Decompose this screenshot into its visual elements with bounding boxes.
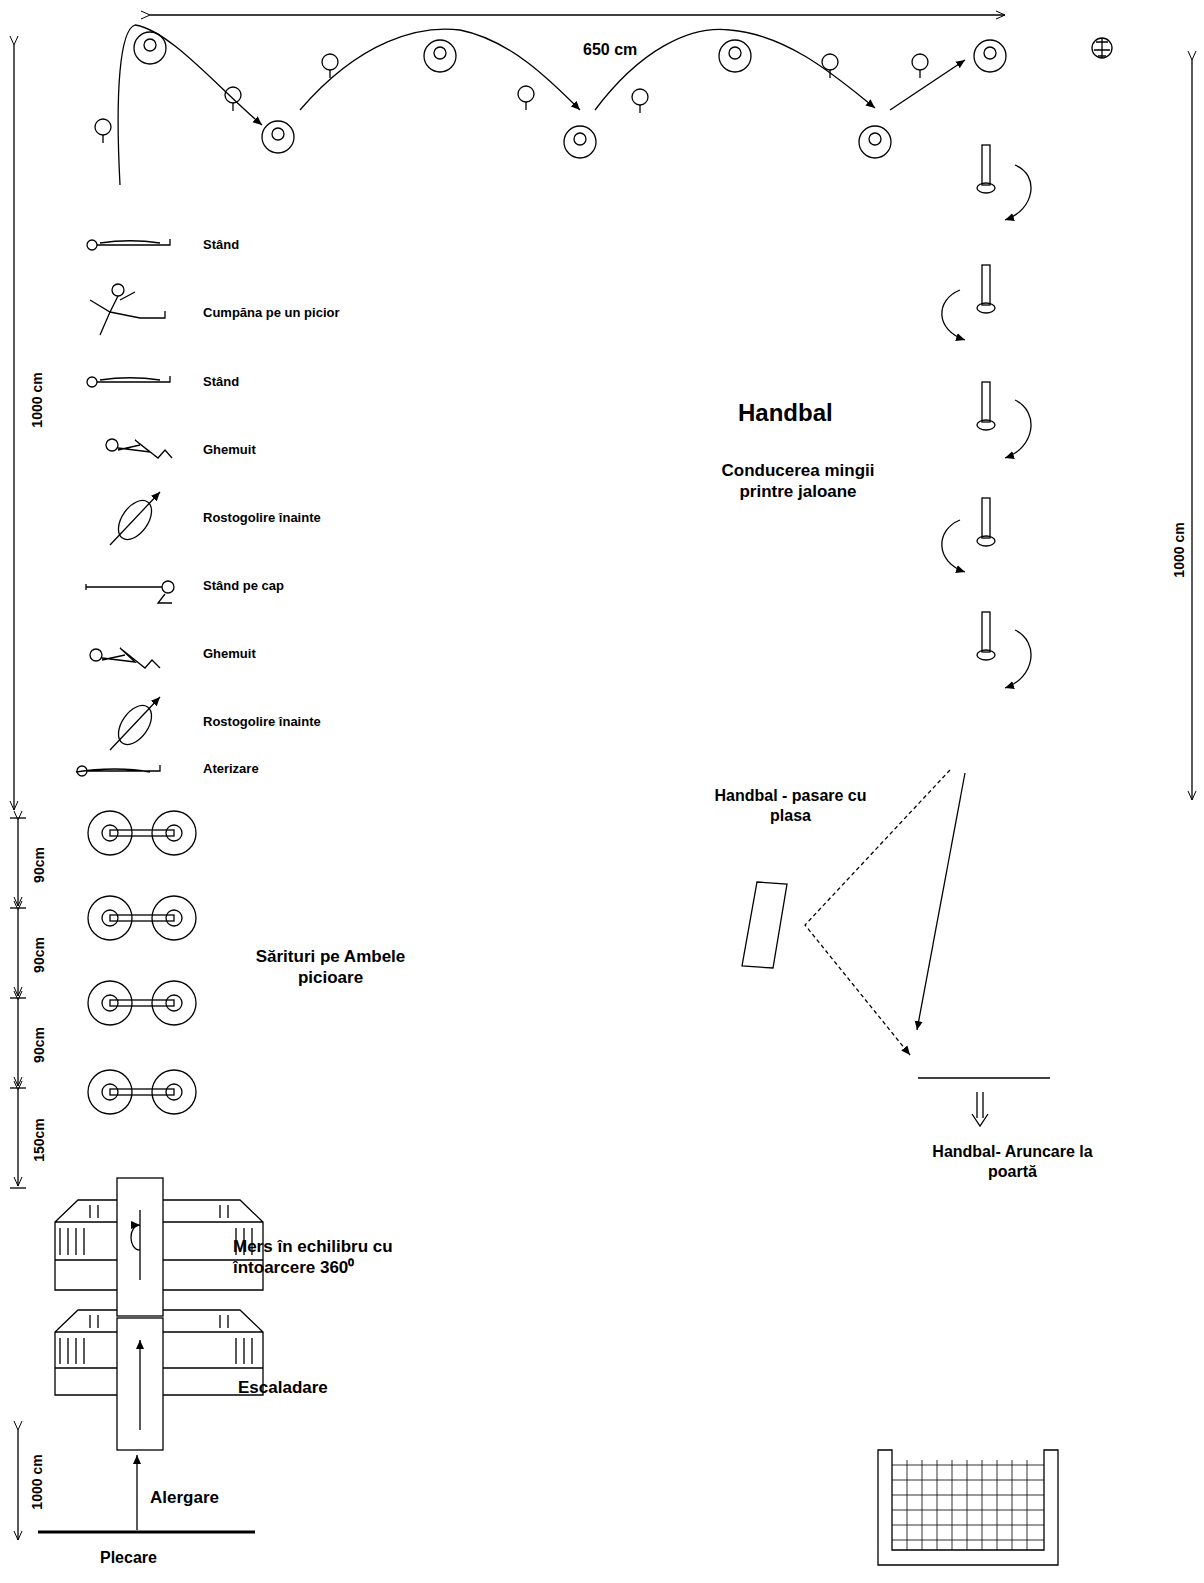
course-label: Mers în echilibru cu întoarcere 360⁰ bbox=[233, 1236, 443, 1279]
dimension-label: 1000 cm bbox=[1171, 522, 1189, 577]
course-label: Plecare bbox=[100, 1548, 157, 1568]
course-label: Handbal bbox=[738, 398, 833, 428]
course-label: Aterizare bbox=[203, 761, 259, 777]
course-label: Handbal - pasare cu plasa bbox=[703, 786, 878, 826]
course-label: Stând bbox=[203, 237, 239, 253]
course-label: Stând bbox=[203, 374, 239, 390]
course-label: Conducerea mingii printre jaloane bbox=[718, 460, 878, 503]
course-label: Rostogolire înainte bbox=[203, 714, 321, 730]
dimension-label: 150cm bbox=[31, 1118, 49, 1162]
dimension-label: 90cm bbox=[31, 937, 49, 973]
course-label: Rostogolire înainte bbox=[203, 510, 321, 526]
course-label: Ghemuit bbox=[203, 442, 256, 458]
course-label: Handbal- Aruncare la poartă bbox=[925, 1142, 1100, 1182]
course-label: Ghemuit bbox=[203, 646, 256, 662]
dimension-label: 1000 cm bbox=[29, 1454, 47, 1509]
course-label: Sărituri pe Ambele picioare bbox=[248, 946, 413, 989]
course-label: Alergare bbox=[150, 1487, 219, 1508]
course-label: Cumpăna pe un picior bbox=[203, 305, 340, 321]
dimension-label: 90cm bbox=[31, 847, 49, 883]
dimension-label: 90cm bbox=[31, 1027, 49, 1063]
course-label: 650 cm bbox=[583, 40, 637, 60]
dimension-label: 1000 cm bbox=[29, 372, 47, 427]
course-label: Stând pe cap bbox=[203, 578, 284, 594]
course-label: Escaladare bbox=[238, 1377, 328, 1398]
